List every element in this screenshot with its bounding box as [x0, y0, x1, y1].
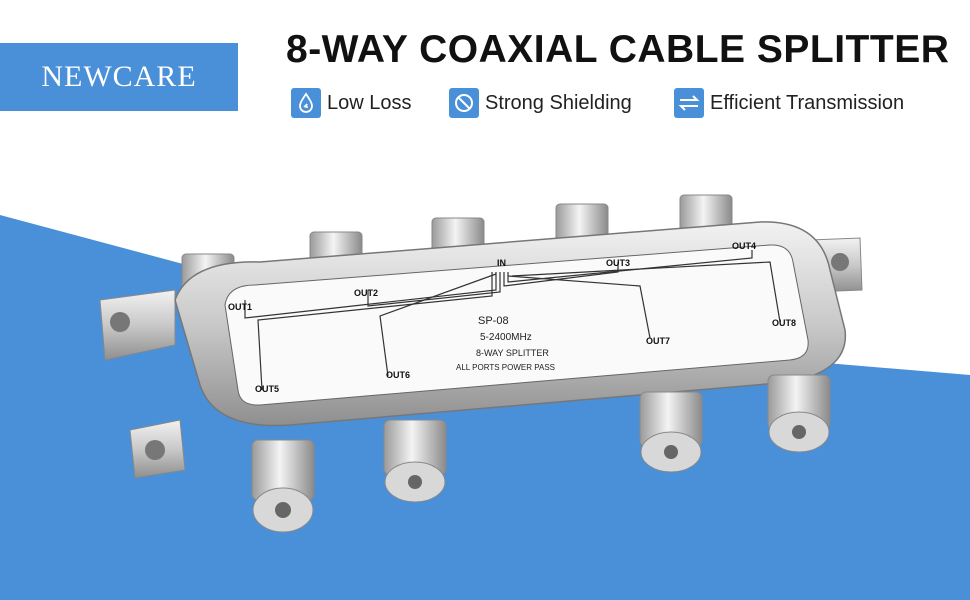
- port-in-label: IN: [497, 258, 506, 268]
- brand-name: NEWCARE: [41, 60, 197, 93]
- port-out3-label: OUT3: [606, 258, 630, 268]
- port-out1-label: OUT1: [228, 302, 252, 312]
- brand-logo: NEWCARE: [0, 43, 238, 111]
- port-out6-label: OUT6: [386, 370, 410, 380]
- feature-label: Efficient Transmission: [710, 91, 905, 114]
- water-drop-icon: [291, 88, 321, 118]
- port-out7-label: OUT7: [646, 336, 670, 346]
- feature-label: Low Loss: [327, 91, 412, 114]
- label-plate: [224, 244, 809, 406]
- feature-strong-shielding: Strong Shielding: [449, 88, 632, 118]
- shield-block-icon: [449, 88, 479, 118]
- mounting-tab-left: [99, 289, 186, 479]
- front-connectors: [251, 374, 831, 533]
- feature-low-loss: Low Loss: [291, 88, 412, 118]
- type-label: 8-WAY SPLITTER: [476, 348, 549, 358]
- transfer-arrows-icon: [674, 88, 704, 118]
- port-out5-label: OUT5: [255, 384, 279, 394]
- power-pass-label: ALL PORTS POWER PASS: [456, 363, 555, 372]
- circuit-lines: [244, 250, 781, 391]
- port-out4-label: OUT4: [732, 241, 756, 251]
- port-out8-label: OUT8: [772, 318, 796, 328]
- port-out2-label: OUT2: [354, 288, 378, 298]
- frequency-label: 5-2400MHz: [480, 332, 532, 343]
- feature-efficient-transmission: Efficient Transmission: [674, 88, 904, 118]
- model-label: SP-08: [478, 315, 509, 327]
- page-title: 8-WAY COAXIAL CABLE SPLITTER: [286, 28, 950, 71]
- feature-label: Strong Shielding: [485, 91, 632, 114]
